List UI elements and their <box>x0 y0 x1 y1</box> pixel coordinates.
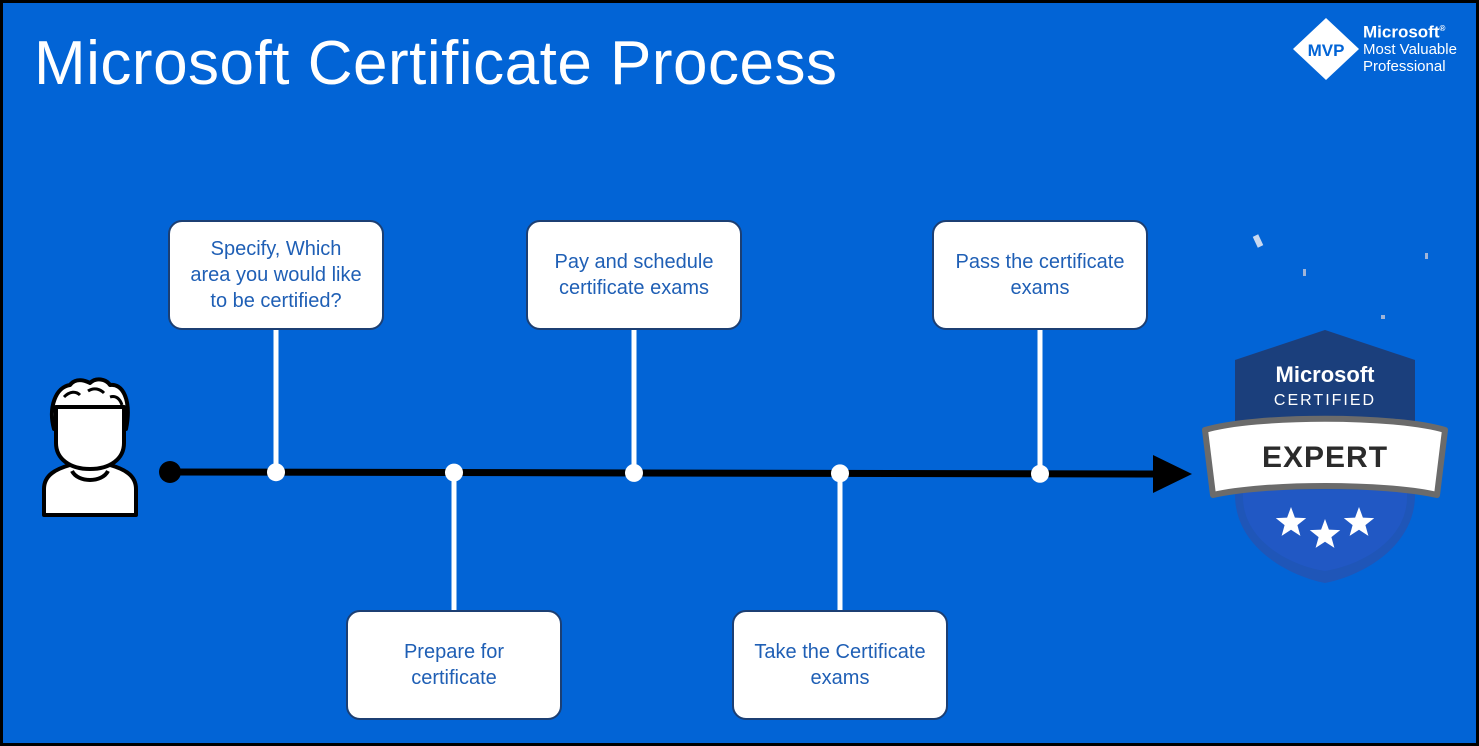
timeline-start-dot <box>159 461 181 483</box>
badge-certified: CERTIFIED <box>1274 392 1376 409</box>
person-icon <box>42 377 138 517</box>
step-box-prepare: Prepare for certificate <box>346 610 562 720</box>
step-label: Take the Certificate exams <box>754 641 926 689</box>
timeline-arrowhead-icon <box>1153 455 1192 493</box>
mvp-logo-text: Microsoft® Most Valuable Professional <box>1363 20 1457 75</box>
timeline-line <box>169 468 1161 478</box>
step-connectors <box>267 330 1049 610</box>
star-icon <box>1343 507 1375 536</box>
step-label: Specify, Which area you would like to be… <box>190 238 362 312</box>
mvp-diamond-icon <box>1293 18 1359 80</box>
step-box-pass-exams: Pass the certificate exams <box>932 220 1148 330</box>
step-label: Prepare for certificate <box>403 641 505 689</box>
step-box-specify-area: Specify, Which area you would like to be… <box>168 220 384 330</box>
confetti-piece <box>1425 253 1428 259</box>
step-label: Pass the certificate exams <box>955 251 1125 299</box>
mvp-line2: Most Valuable <box>1363 40 1457 58</box>
confetti-piece <box>1303 269 1306 276</box>
mvp-line1: Microsoft <box>1363 22 1440 42</box>
mvp-line3: Professional <box>1363 57 1446 75</box>
page-title: Microsoft Certificate Process <box>34 29 838 98</box>
microsoft-certified-expert-badge: Microsoft CERTIFIED EXPERT <box>1202 234 1448 583</box>
confetti-piece <box>1381 315 1385 319</box>
mvp-logo: MVP <box>1293 18 1359 80</box>
registered-mark: ® <box>1439 24 1446 33</box>
step-marker-2 <box>625 463 643 482</box>
star-icon <box>1275 507 1307 536</box>
step-marker-4 <box>1031 464 1049 483</box>
star-icon <box>1309 519 1341 548</box>
step-box-pay-schedule: Pay and schedule certificate exams <box>526 220 742 330</box>
badge-ribbon <box>1202 415 1448 498</box>
confetti-piece <box>1252 234 1264 248</box>
step-marker-3 <box>831 464 849 483</box>
step-box-take-exams: Take the Certificate exams <box>732 610 948 720</box>
badge-brand: Microsoft <box>1276 362 1376 387</box>
step-label: Pay and schedule certificate exams <box>554 251 714 299</box>
step-marker-0 <box>267 463 285 482</box>
badge-level: EXPERT <box>1262 441 1388 474</box>
mvp-badge-text: MVP <box>1308 41 1345 60</box>
badge-stars <box>1275 507 1375 548</box>
badge-shield-top <box>1235 330 1415 430</box>
step-marker-1 <box>445 463 463 482</box>
